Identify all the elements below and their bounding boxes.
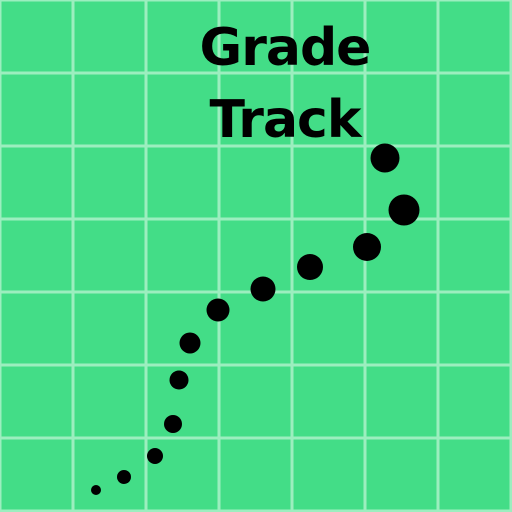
trail-dot bbox=[91, 485, 101, 495]
trail-dot bbox=[206, 298, 230, 322]
trail-dot bbox=[250, 276, 276, 302]
app-title-line-2: Track bbox=[209, 90, 362, 150]
trail-dot bbox=[169, 370, 189, 390]
trail-dot bbox=[297, 254, 323, 280]
trail-dot bbox=[117, 470, 131, 484]
trail-dot bbox=[179, 332, 201, 354]
app-title-line-1: Grade bbox=[199, 18, 372, 78]
trail-dot bbox=[164, 415, 182, 433]
trail-dot bbox=[147, 448, 163, 464]
trail-dot bbox=[370, 143, 400, 173]
trail-dot bbox=[388, 194, 420, 226]
trail-dot bbox=[353, 233, 381, 261]
